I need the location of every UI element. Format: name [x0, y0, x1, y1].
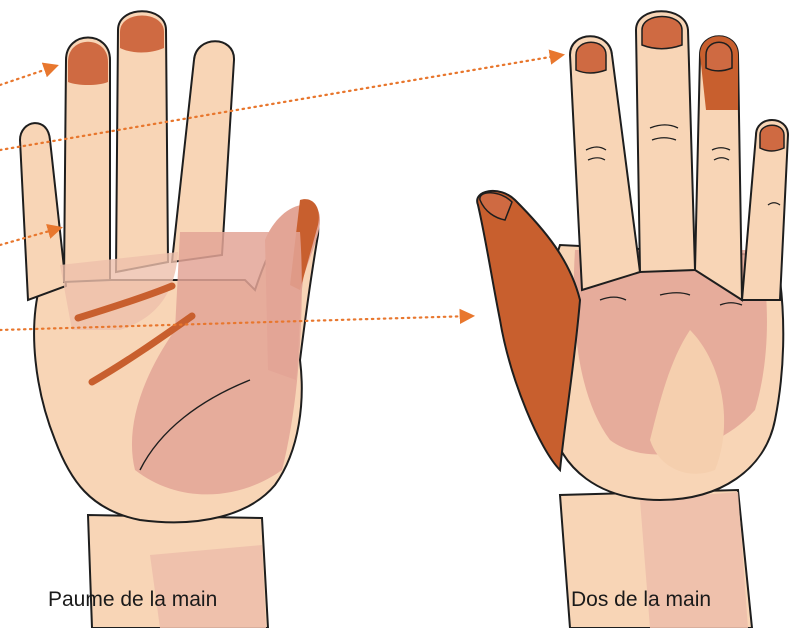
back-caption: Dos de la main — [571, 588, 711, 612]
back-pinky-nail — [760, 125, 784, 151]
palm-hand — [20, 11, 320, 628]
palm-index-finger — [172, 41, 234, 262]
back-index-finger — [570, 36, 640, 290]
back-middle-finger — [636, 11, 695, 272]
palm-pinky — [20, 123, 66, 300]
back-hand — [477, 11, 788, 628]
back-middle-nail — [642, 17, 682, 49]
arrow-to-palm-ring-tip — [0, 66, 56, 85]
back-ring-nail — [706, 42, 732, 71]
back-thumb — [477, 191, 580, 470]
palm-caption: Paume de la main — [48, 588, 217, 612]
back-index-nail — [576, 42, 606, 73]
palm-ring-tip — [68, 42, 108, 85]
palm-middle-tip — [120, 16, 164, 53]
palm-wrist-shade — [150, 545, 266, 628]
